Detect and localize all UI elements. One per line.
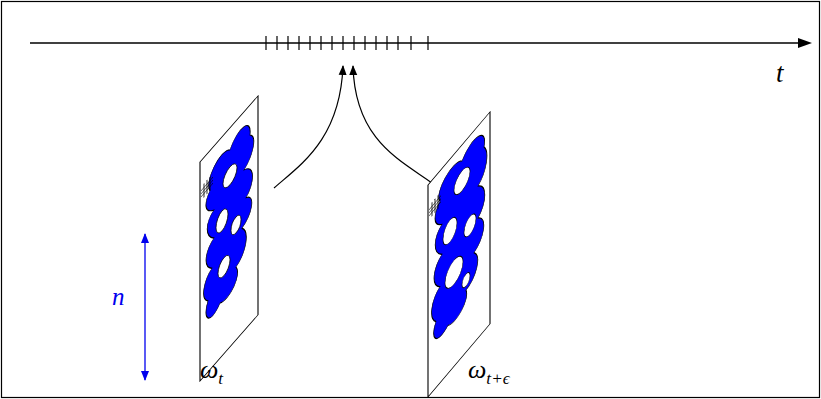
sample-arrow: [274, 66, 343, 188]
right-plane: [428, 112, 490, 397]
subscript: t+ϵ: [486, 369, 509, 388]
snapshot-label: ωt+ϵ: [468, 357, 510, 383]
axis-arrowhead: [798, 38, 812, 48]
subscript: t: [218, 369, 223, 388]
symbol: ω: [200, 355, 218, 384]
sample-arrow: [353, 66, 432, 183]
time-axis: [30, 42, 806, 43]
axis-label: t: [776, 60, 784, 87]
time-ticks: [266, 36, 428, 50]
left-plane: [200, 96, 258, 381]
symbol: ω: [468, 355, 486, 384]
snapshot-label: ωt: [200, 357, 223, 383]
size-label: n: [112, 284, 125, 309]
size-arrow: [144, 234, 145, 380]
